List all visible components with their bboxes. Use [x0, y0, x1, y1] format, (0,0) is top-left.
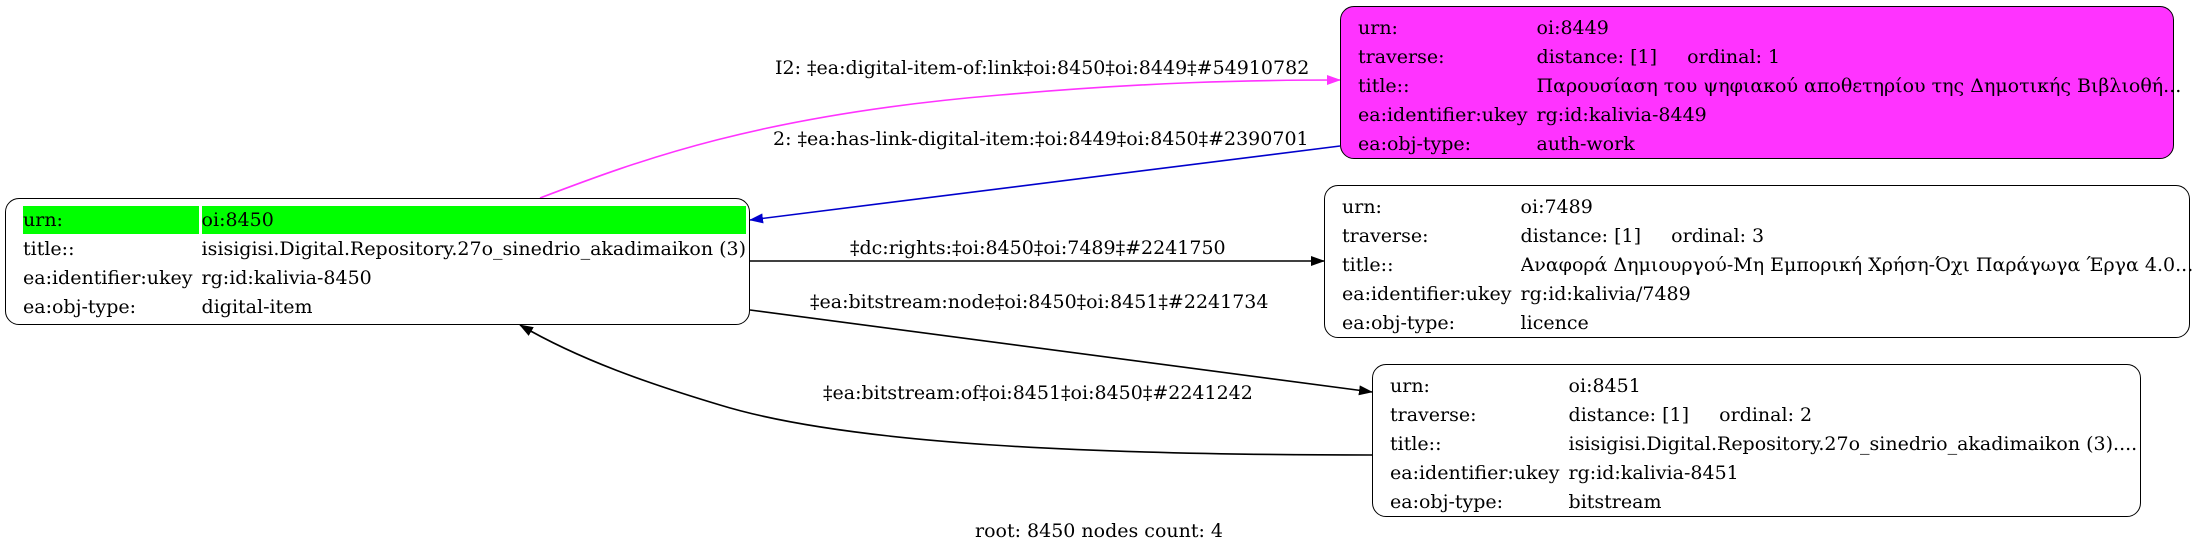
field-value: oi:8449 — [1536, 17, 1609, 39]
field-key: urn: — [23, 206, 199, 234]
field-value: rg:id:kalivia-8450 — [201, 267, 372, 289]
field-key: urn: — [1390, 375, 1430, 397]
field-value: licence — [1520, 312, 1589, 334]
node-8449[interactable]: urn: oi:8449 traverse: distance: [1] ord… — [1340, 6, 2181, 159]
field-key: title:: — [1390, 433, 1442, 455]
field-key: title:: — [23, 238, 75, 260]
node-8449-row-traverse: traverse: distance: [1] ordinal: 1 — [1358, 43, 2181, 71]
field-key: ea:obj-type: — [1358, 133, 1472, 155]
field-value: isisigisi.Digital.Repository.27o_sinedri… — [201, 238, 747, 260]
field-value: Παρουσίαση του ψηφιακού αποθετηρίου της … — [1536, 75, 2182, 97]
field-value: distance: [1] ordinal: 1 — [1536, 46, 1781, 68]
field-value: isisigisi.Digital.Repository.27o_sinedri… — [1568, 433, 2138, 455]
node-8450-row-ukey: ea:identifier:ukey rg:id:kalivia-8450 — [23, 264, 746, 292]
edge-label-8451-8450: ‡ea:bitstream:of‡oi:8451‡oi:8450‡#224124… — [823, 382, 1253, 404]
field-key: ea:identifier:ukey — [1358, 104, 1528, 126]
field-value: oi:8451 — [1568, 375, 1641, 397]
field-key: ea:obj-type: — [1342, 312, 1456, 334]
node-7489-row-title: title:: Αναφορά Δημιουργού-Μη Εμπορική Χ… — [1342, 251, 2193, 279]
field-key: urn: — [1358, 17, 1398, 39]
field-value: auth-work — [1536, 133, 1635, 155]
node-8450-table: urn: oi:8450 title:: isisigisi.Digital.R… — [20, 205, 749, 322]
field-key: title:: — [1342, 254, 1394, 276]
node-8450-row-title: title:: isisigisi.Digital.Repository.27o… — [23, 235, 746, 263]
node-8450-row-objtype: ea:obj-type: digital-item — [23, 293, 746, 321]
node-8451-row-title: title:: isisigisi.Digital.Repository.27o… — [1390, 430, 2137, 458]
edge-label-8450-8451: ‡ea:bitstream:node‡oi:8450‡oi:8451‡#2241… — [810, 291, 1269, 313]
node-8450-row-urn: urn: oi:8450 — [23, 206, 747, 234]
field-key: traverse: — [1342, 225, 1429, 247]
field-value: rg:id:kalivia-8451 — [1568, 462, 1739, 484]
field-value: Αναφορά Δημιουργού-Μη Εμπορική Χρήση-Όχι… — [1520, 254, 2194, 276]
field-key: ea:obj-type: — [23, 296, 137, 318]
edge-label-8449-8450: 2: ‡ea:has-link-digital-item:‡oi:8449‡oi… — [773, 128, 1309, 150]
field-key: traverse: — [1358, 46, 1445, 68]
node-8449-row-urn: urn: oi:8449 — [1358, 14, 2181, 42]
field-value: oi:7489 — [1520, 196, 1593, 218]
node-7489-row-traverse: traverse: distance: [1] ordinal: 3 — [1342, 222, 2193, 250]
node-8451-row-ukey: ea:identifier:ukey rg:id:kalivia-8451 — [1390, 459, 2137, 487]
node-8450[interactable]: urn: oi:8450 title:: isisigisi.Digital.R… — [5, 198, 750, 325]
field-value: oi:8450 — [201, 206, 747, 234]
node-8451-row-urn: urn: oi:8451 — [1390, 372, 2137, 400]
node-7489-row-objtype: ea:obj-type: licence — [1342, 309, 2193, 337]
field-key: ea:identifier:ukey — [23, 267, 193, 289]
field-value: bitstream — [1568, 491, 1662, 513]
node-8451-table: urn: oi:8451 traverse: distance: [1] ord… — [1387, 371, 2140, 517]
field-value: digital-item — [201, 296, 313, 318]
field-key: ea:identifier:ukey — [1342, 283, 1512, 305]
node-8449-row-title: title:: Παρουσίαση του ψηφιακού αποθετηρ… — [1358, 72, 2181, 100]
node-8451[interactable]: urn: oi:8451 traverse: distance: [1] ord… — [1372, 364, 2141, 517]
edge-8450-8449 — [539, 75, 1341, 199]
edge-8449-8450 — [749, 145, 1341, 224]
node-7489-row-ukey: ea:identifier:ukey rg:id:kalivia/7489 — [1342, 280, 2193, 308]
node-8451-row-traverse: traverse: distance: [1] ordinal: 2 — [1390, 401, 2137, 429]
field-value: rg:id:kalivia/7489 — [1520, 283, 1691, 305]
field-value: distance: [1] ordinal: 2 — [1568, 404, 1813, 426]
edge-8450-8451 — [749, 309, 1373, 396]
node-7489-row-urn: urn: oi:7489 — [1342, 193, 2193, 221]
field-key: urn: — [1342, 196, 1382, 218]
edge-label-8450-8449: I2: ‡ea:digital-item-of:link‡oi:8450‡oi:… — [775, 57, 1310, 79]
field-key: traverse: — [1390, 404, 1477, 426]
node-8451-row-objtype: ea:obj-type: bitstream — [1390, 488, 2137, 516]
node-8449-row-objtype: ea:obj-type: auth-work — [1358, 130, 2181, 158]
footer-summary: root: 8450 nodes count: 4 — [975, 520, 1224, 542]
edge-label-8450-7489: ‡dc:rights:‡oi:8450‡oi:7489‡#2241750 — [850, 237, 1226, 259]
node-7489[interactable]: urn: oi:7489 traverse: distance: [1] ord… — [1324, 185, 2193, 338]
field-value: distance: [1] ordinal: 3 — [1520, 225, 1765, 247]
field-key: ea:obj-type: — [1390, 491, 1504, 513]
node-7489-table: urn: oi:7489 traverse: distance: [1] ord… — [1339, 192, 2195, 338]
edge-8451-8450 — [519, 324, 1373, 456]
field-value: rg:id:kalivia-8449 — [1536, 104, 1707, 126]
node-8449-row-ukey: ea:identifier:ukey rg:id:kalivia-8449 — [1358, 101, 2181, 129]
field-key: title:: — [1358, 75, 1410, 97]
node-8449-table: urn: oi:8449 traverse: distance: [1] ord… — [1355, 13, 2184, 159]
field-key: ea:identifier:ukey — [1390, 462, 1560, 484]
